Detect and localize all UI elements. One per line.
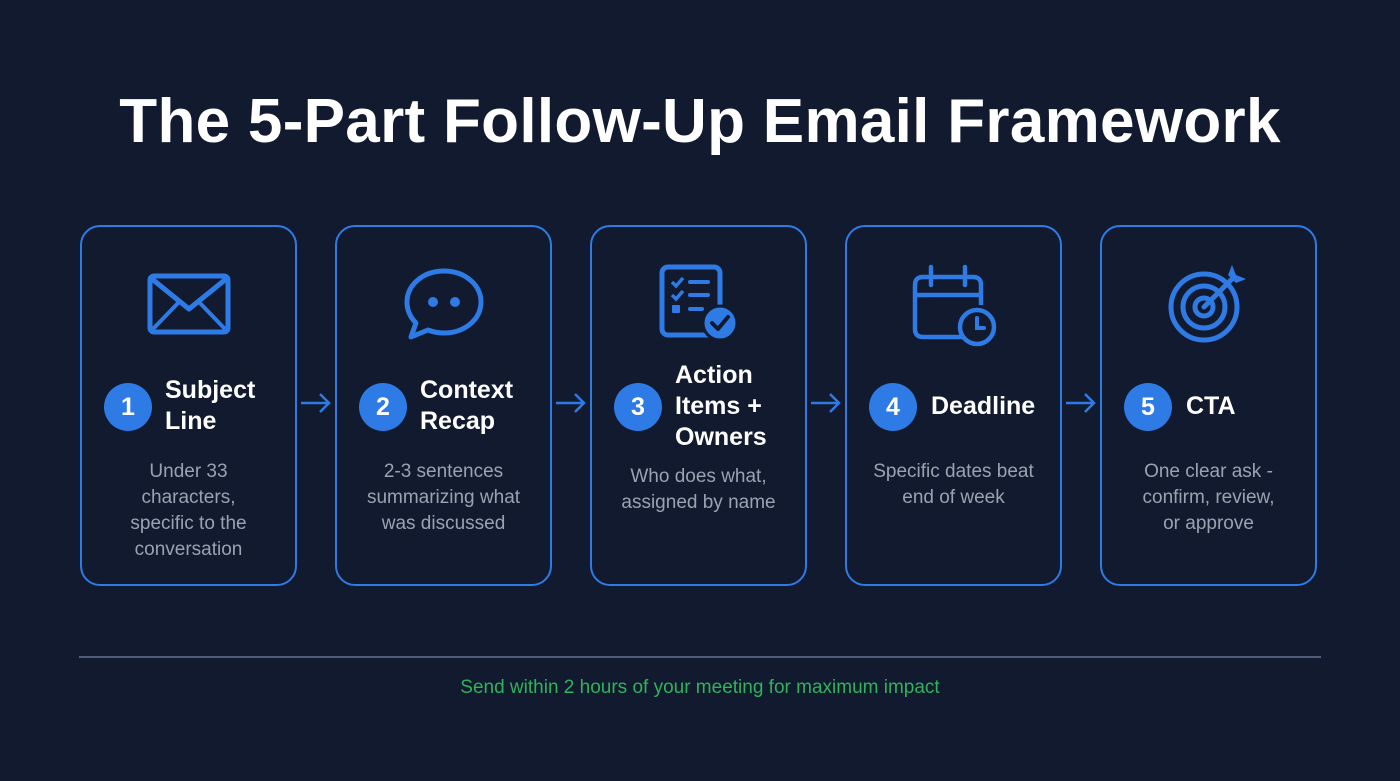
step-description: 2-3 sentences summarizing what was discu… — [366, 461, 521, 534]
page-title: The 5-Part Follow-Up Email Framework — [119, 87, 1281, 156]
step-heading: CTA — [1186, 392, 1236, 420]
divider — [79, 656, 1321, 658]
checklist-icon — [659, 264, 738, 342]
step-description: Specific dates beat end of week — [873, 461, 1034, 508]
step-card-cta: 5 CTA One clear ask - confirm, review, o… — [1100, 225, 1317, 586]
arrow-right-icon — [1066, 393, 1096, 413]
step-heading: Context Recap — [420, 376, 514, 435]
step-card-context-recap: 2 Context Recap 2-3 sentences summarizin… — [335, 225, 552, 586]
step-heading: Subject Line — [165, 376, 256, 435]
target-icon — [1168, 265, 1246, 343]
footer-tip: Send within 2 hours of your meeting for … — [460, 677, 940, 698]
step-card-action-items: 3 Action Items + Owners Who does what, a… — [590, 225, 807, 586]
step-description: One clear ask - confirm, review, or appr… — [1142, 461, 1275, 534]
step-number-badge: 1 — [104, 383, 152, 431]
step-heading: Deadline — [931, 392, 1036, 420]
arrow-right-icon — [811, 393, 841, 413]
envelope-icon — [147, 273, 230, 335]
step-number-badge: 3 — [614, 383, 662, 431]
arrow-right-icon — [556, 393, 586, 413]
arrow-right-icon — [301, 393, 331, 413]
step-card-subject-line: 1 Subject Line Under 33 characters, spec… — [80, 225, 297, 586]
step-number-badge: 5 — [1124, 383, 1172, 431]
calendar-clock-icon — [912, 264, 996, 347]
step-description: Who does what, assigned by name — [621, 466, 776, 513]
step-number-badge: 4 — [869, 383, 917, 431]
chat-bubble-icon — [404, 268, 483, 340]
step-heading: Action Items + Owners — [675, 361, 767, 451]
step-card-deadline: 4 Deadline Specific dates beat end of we… — [845, 225, 1062, 586]
step-description: Under 33 characters, specific to the con… — [130, 461, 247, 560]
step-number-badge: 2 — [359, 383, 407, 431]
